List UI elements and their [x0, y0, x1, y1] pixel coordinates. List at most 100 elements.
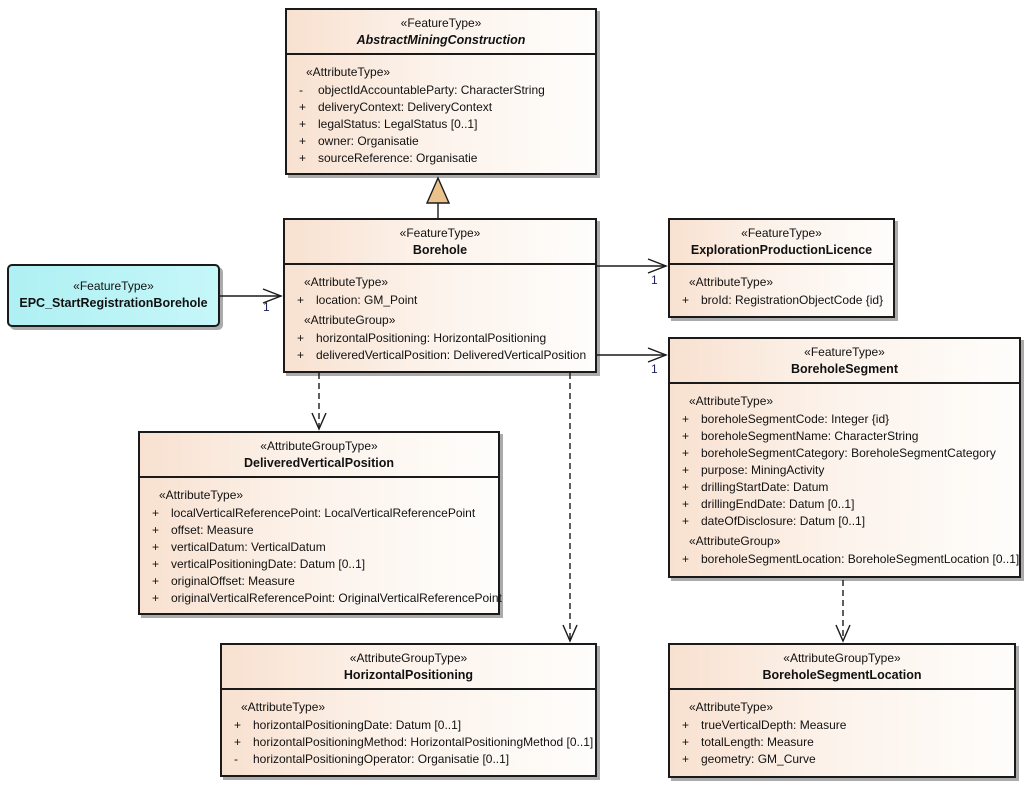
attribute-row: + sourceReference: Organisatie — [290, 150, 592, 167]
open-arrowhead-icon — [647, 347, 668, 363]
attribute-text: broId: RegistrationObjectCode {id} — [701, 293, 884, 307]
stereotype-label: «FeatureType» — [804, 345, 885, 359]
attribute-text: owner: Organisatie — [318, 134, 419, 148]
attribute-text: originalVerticalReferencePoint: Original… — [171, 591, 502, 605]
association-borehole-to-boreholesegment — [597, 347, 668, 363]
section-heading: «AttributeGroup» — [304, 313, 396, 327]
attribute-text: objectIdAccountableParty: CharacterStrin… — [318, 83, 545, 97]
class-name: AbstractMiningConstruction — [356, 33, 526, 47]
attribute-text: boreholeSegmentName: CharacterString — [701, 429, 919, 443]
class-box-deliveredverticalposition[interactable]: «AttributeGroupType» DeliveredVerticalPo… — [138, 431, 502, 615]
class-box-boreholesegment[interactable]: «FeatureType» BoreholeSegment «Attribute… — [668, 337, 1021, 578]
section-heading: «AttributeType» — [304, 275, 389, 289]
attribute-row: +localVerticalReferencePoint: LocalVerti… — [143, 505, 495, 522]
attribute-row: -objectIdAccountableParty: CharacterStri… — [290, 82, 592, 99]
attribute-row: + purpose: MiningActivity — [673, 462, 1016, 479]
attribute-row: +verticalPositioningDate: Datum [0..1] — [143, 556, 495, 573]
attribute-text: drillingEndDate: Datum [0..1] — [701, 497, 855, 511]
attribute-text: deliveryContext: DeliveryContext — [318, 100, 493, 114]
class-box-borehole[interactable]: «FeatureType» Borehole «AttributeType»+l… — [283, 218, 597, 373]
association-epc-to-borehole — [220, 288, 283, 304]
attribute-text: boreholeSegmentCategory: BoreholeSegment… — [701, 446, 996, 460]
class-name: BoreholeSegment — [791, 362, 898, 376]
visibility-prefix: + — [152, 523, 160, 537]
open-arrowhead-icon — [647, 258, 668, 274]
class-header: «AttributeGroupType» BoreholeSegmentLoca… — [670, 645, 1014, 690]
visibility-prefix: + — [152, 540, 160, 554]
attribute-text: dateOfDisclosure: Datum [0..1] — [701, 514, 866, 528]
stereotype-label: «FeatureType» — [741, 226, 822, 240]
attribute-text: offset: Measure — [171, 523, 254, 537]
class-box-boreholesegmentlocation[interactable]: «AttributeGroupType» BoreholeSegmentLoca… — [668, 643, 1016, 778]
class-header: «FeatureType» ExplorationProductionLicen… — [670, 220, 893, 265]
attribute-text: totalLength: Measure — [701, 735, 814, 749]
visibility-prefix: + — [152, 591, 160, 605]
class-name: EPC_StartRegistrationBorehole — [19, 296, 208, 310]
object-box-epc-startregistrationborehole[interactable]: «FeatureType» EPC_StartRegistrationBoreh… — [7, 264, 220, 327]
attribute-text: originalOffset: Measure — [171, 574, 295, 588]
attribute-text: sourceReference: Organisatie — [318, 151, 478, 165]
visibility-prefix: - — [234, 752, 238, 766]
visibility-prefix: + — [299, 151, 307, 165]
attribute-row: -horizontalPositioningOperator: Organisa… — [225, 751, 592, 768]
stereotype-label: «AttributeGroupType» — [783, 651, 901, 665]
visibility-prefix: + — [682, 429, 690, 443]
attribute-row: + owner: Organisatie — [290, 133, 592, 150]
open-arrowhead-icon — [562, 624, 578, 643]
attribute-row: + originalVerticalReferencePoint: Origina… — [143, 590, 502, 607]
multiplicity-label: 1 — [651, 273, 658, 287]
attribute-row: +verticalDatum: VerticalDatum — [143, 539, 495, 556]
visibility-prefix: + — [234, 735, 242, 749]
class-name: Borehole — [412, 243, 468, 257]
attribute-text: location: GM_Point — [316, 293, 418, 307]
attribute-row: + boreholeSegmentCategory: BoreholeSegmen… — [673, 445, 1016, 462]
attribute-text: purpose: MiningActivity — [701, 463, 825, 477]
class-box-explorationproductionlicence[interactable]: «FeatureType» ExplorationProductionLicen… — [668, 218, 895, 318]
visibility-prefix: + — [152, 506, 160, 520]
open-arrowhead-icon — [311, 412, 327, 431]
attribute-row: + deliveredVerticalPosition: DeliveredVer… — [288, 347, 592, 364]
visibility-prefix: + — [682, 735, 690, 749]
visibility-prefix: + — [682, 480, 690, 494]
open-arrowhead-icon — [835, 624, 851, 643]
visibility-prefix: + — [682, 463, 690, 477]
attribute-compartment: «AttributeType»+trueVerticalDepth: Measu… — [670, 690, 1014, 771]
attribute-compartment: «AttributeType»+boreholeSegmentCode: Int… — [670, 384, 1019, 571]
visibility-prefix: + — [297, 348, 305, 362]
visibility-prefix: + — [297, 331, 305, 345]
class-name: ExplorationProductionLicence — [690, 243, 873, 257]
visibility-prefix: + — [682, 446, 690, 460]
class-box-horizontalpositioning[interactable]: «AttributeGroupType» HorizontalPositioni… — [220, 643, 597, 777]
visibility-prefix: + — [299, 100, 307, 114]
visibility-prefix: + — [682, 552, 690, 566]
visibility-prefix: + — [299, 134, 307, 148]
class-header: «AttributeGroupType» HorizontalPositioni… — [222, 645, 595, 690]
class-header: «FeatureType» EPC_StartRegistrationBoreh… — [9, 266, 218, 325]
attribute-row: +geometry: GM_Curve — [673, 751, 1011, 768]
generalization-borehole-to-abstractminingconstruction — [425, 176, 451, 218]
dependency-borehole-to-horizontalpositioning — [562, 373, 578, 643]
visibility-prefix: + — [297, 293, 305, 307]
class-header: «FeatureType» BoreholeSegment — [670, 339, 1019, 384]
multiplicity-label: 1 — [263, 300, 270, 314]
attribute-text: horizontalPositioningMethod: HorizontalP… — [253, 735, 594, 749]
class-name: BoreholeSegmentLocation — [762, 668, 922, 682]
visibility-prefix: + — [152, 574, 160, 588]
class-box-abstractminingconstruction[interactable]: «FeatureType» AbstractMiningConstruction… — [285, 8, 597, 175]
attribute-compartment: «AttributeType»-objectIdAccountableParty… — [287, 55, 595, 170]
visibility-prefix: + — [299, 117, 307, 131]
attribute-row: +drillingStartDate: Datum — [673, 479, 1016, 496]
attribute-text: deliveredVerticalPosition: DeliveredVert… — [316, 348, 587, 362]
visibility-prefix: + — [682, 412, 690, 426]
association-borehole-to-explorationproductionlicence — [597, 258, 668, 274]
visibility-prefix: + — [682, 293, 690, 307]
attribute-row: + deliveryContext: DeliveryContext — [290, 99, 592, 116]
visibility-prefix: + — [152, 557, 160, 571]
dependency-borehole-to-deliveredverticalposition — [311, 373, 327, 431]
visibility-prefix: + — [234, 718, 242, 732]
class-name: DeliveredVerticalPosition — [243, 456, 395, 470]
class-header: «FeatureType» AbstractMiningConstruction — [287, 10, 595, 55]
class-name: HorizontalPositioning — [343, 668, 474, 682]
multiplicity-label: 1 — [651, 362, 658, 376]
attribute-compartment: «AttributeType»+broId: RegistrationObjec… — [670, 265, 893, 312]
